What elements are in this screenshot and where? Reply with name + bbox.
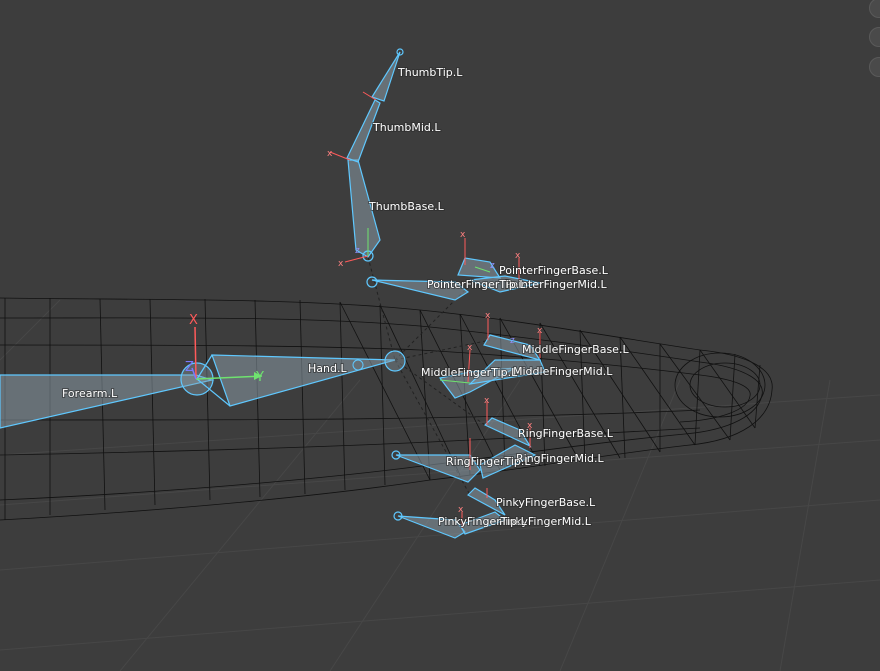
gizmo-y-label: Y <box>255 370 264 385</box>
zoom-icon[interactable] <box>869 0 880 18</box>
svg-text:x: x <box>338 259 344 269</box>
bone-ring-mid[interactable] <box>479 444 537 479</box>
thumb-tip-joint[interactable] <box>396 48 404 56</box>
svg-text:x: x <box>460 230 466 240</box>
gizmo-z-label: Z <box>185 360 194 375</box>
hand-tail-joint[interactable] <box>384 350 406 372</box>
label-pinky-mid: PinkyFingerMid.L <box>499 515 592 528</box>
pinky-root-joint[interactable] <box>393 511 403 521</box>
label-pointer-base: PointerFingerBase.L <box>499 264 609 277</box>
hand-joint-marker <box>352 359 364 371</box>
label-middle-mid: MiddleFingerMid.L <box>513 365 613 378</box>
label-ring-base: RingFingerBase.L <box>518 427 614 440</box>
transform-gizmo[interactable]: X Y Z <box>185 313 264 385</box>
bone-thumb-tip[interactable] <box>371 51 401 102</box>
label-thumb-base: ThumbBase.L <box>368 200 445 213</box>
bone-labels: Forearm.L Hand.L ThumbBase.L ThumbMid.L … <box>61 65 630 529</box>
svg-text:z: z <box>510 336 515 346</box>
label-middle-tip: MiddleFingerTip.L <box>421 366 518 379</box>
svg-text:x: x <box>484 396 490 406</box>
ground-grid <box>0 299 880 671</box>
bone-forearm[interactable] <box>0 374 215 429</box>
pointer-finger-bones[interactable] <box>371 257 541 301</box>
local-axis-markers <box>329 91 541 528</box>
label-hand: Hand.L <box>308 362 347 375</box>
local-axis-glyphs: x x x x x x x x x x z z z <box>327 149 543 515</box>
bone-pinky-base[interactable] <box>467 487 506 516</box>
label-pinky-base: PinkyFingerBase.L <box>496 496 596 509</box>
label-pinky-tip: PinkyFingerTip.L <box>438 515 528 528</box>
navigation-buttons <box>869 0 880 80</box>
bone-middle-mid[interactable] <box>468 359 546 385</box>
bone-thumb-mid[interactable] <box>346 99 381 163</box>
bone-pinky-mid[interactable] <box>459 511 507 535</box>
svg-text:x: x <box>537 326 543 336</box>
svg-text:x: x <box>527 421 533 431</box>
pointer-root-joint[interactable] <box>366 276 378 288</box>
svg-text:z: z <box>355 246 360 256</box>
ring-finger-bones[interactable] <box>395 417 537 483</box>
bone-ring-tip[interactable] <box>395 454 481 483</box>
arm-mesh-wireframe[interactable] <box>0 297 773 521</box>
gizmo-x-axis[interactable] <box>194 326 197 380</box>
svg-text:x: x <box>458 505 464 515</box>
bone-hand[interactable] <box>196 354 396 407</box>
label-thumb-tip: ThumbTip.L <box>397 66 463 79</box>
pinky-finger-bones[interactable] <box>397 487 507 539</box>
label-middle-base: MiddleFingerBase.L <box>522 343 629 356</box>
label-pointer-tip: PointerFingerTip.L <box>427 278 526 291</box>
svg-text:z: z <box>490 261 495 271</box>
label-forearm: Forearm.L <box>62 387 118 400</box>
pan-icon[interactable] <box>869 27 880 47</box>
thumb-bones[interactable] <box>346 51 401 258</box>
label-ring-mid: RingFingerMid.L <box>516 452 605 465</box>
gizmo-z-axis[interactable] <box>191 367 197 380</box>
label-ring-tip: RingFingerTip.L <box>446 455 531 468</box>
bone-ring-base[interactable] <box>483 417 532 448</box>
svg-text:x: x <box>485 311 491 321</box>
bone-pointer-mid[interactable] <box>469 275 541 293</box>
label-thumb-mid: ThumbMid.L <box>372 121 441 134</box>
gizmo-y-axis[interactable] <box>195 375 263 380</box>
svg-text:x: x <box>467 343 473 353</box>
svg-text:x: x <box>515 251 521 261</box>
ring-root-joint[interactable] <box>391 450 401 460</box>
gizmo-x-label: X <box>189 313 198 328</box>
middle-finger-bones[interactable] <box>438 334 546 399</box>
label-pointer-mid: PointerFingerMid.L <box>505 278 607 291</box>
svg-text:x: x <box>327 149 333 159</box>
camera-view-icon[interactable] <box>869 57 880 77</box>
bone-pointer-tip[interactable] <box>371 279 470 301</box>
